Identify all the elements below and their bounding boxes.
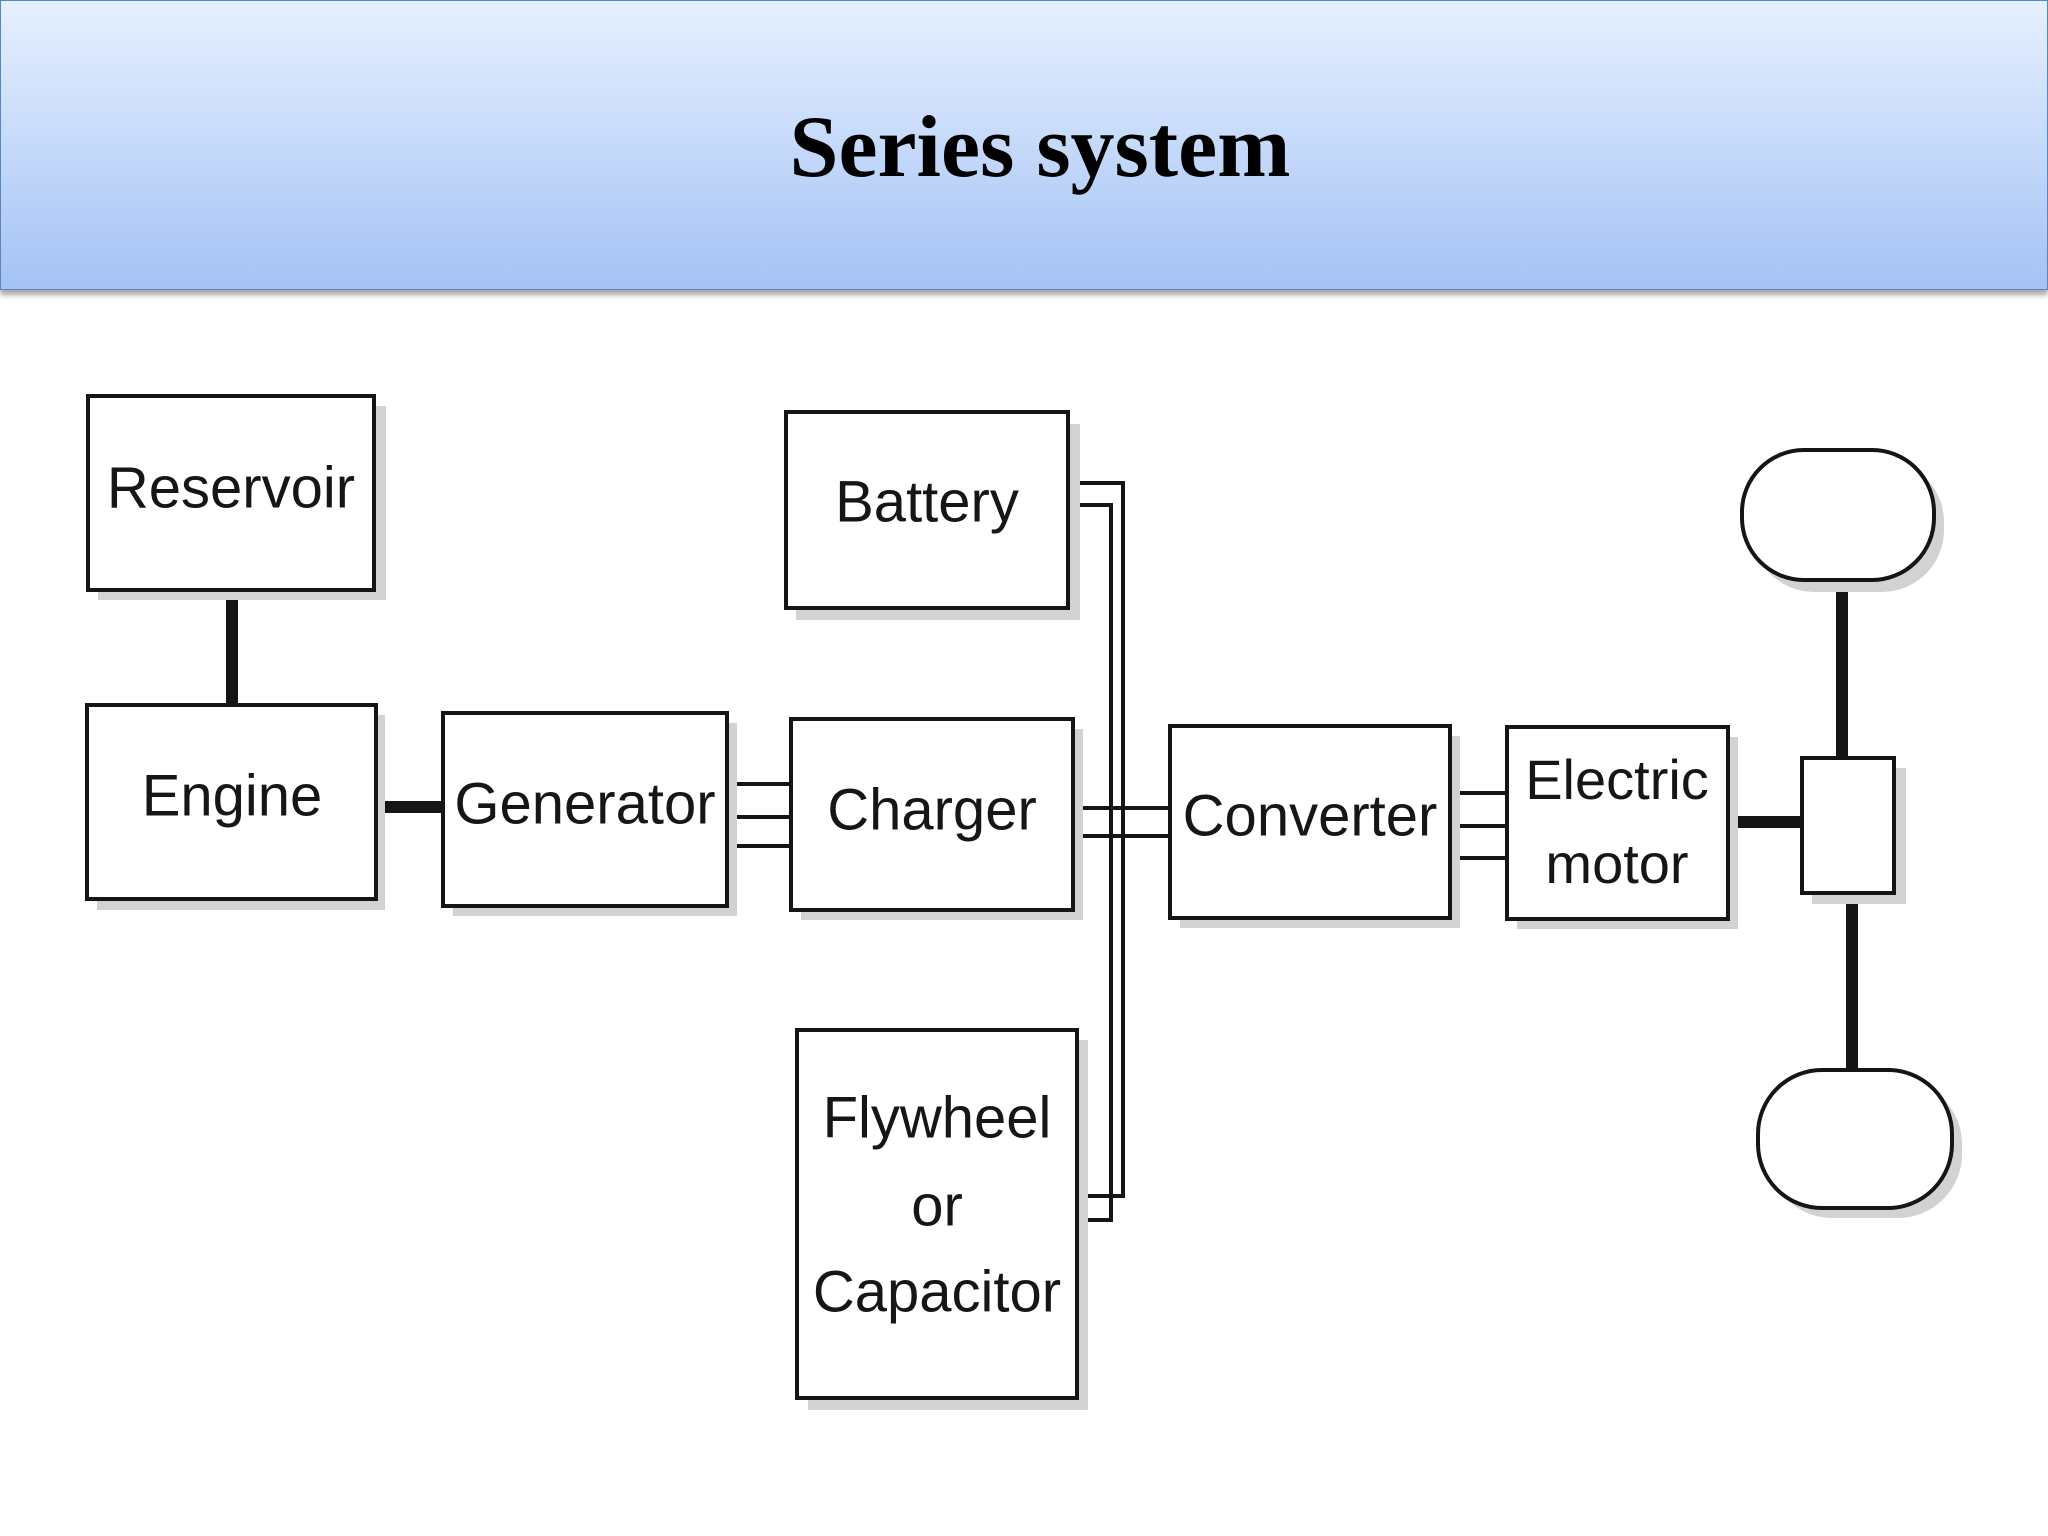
reservoir-label: Reservoir: [107, 455, 355, 520]
generator-label: Generator: [454, 771, 715, 836]
battery-label: Battery: [835, 469, 1019, 534]
charger-block: Charger: [789, 717, 1083, 920]
converter-block: Converter: [1168, 724, 1460, 928]
engine-block: Engine: [85, 703, 385, 910]
flywheel-label-line1: Flywheel: [823, 1085, 1052, 1150]
charger-label: Charger: [827, 777, 1037, 842]
battery-block: Battery: [784, 410, 1080, 620]
flywheel-capacitor-block: Flywheel or Capacitor: [795, 1028, 1088, 1410]
converter-label: Converter: [1183, 783, 1438, 848]
generator-charger-lines: [727, 782, 791, 848]
electric-motor-block: Electric motor: [1505, 725, 1738, 929]
motor-label-line2: motor: [1545, 832, 1688, 895]
generator-block: Generator: [441, 711, 737, 916]
flywheel-label-line2: or: [911, 1173, 963, 1238]
motor-label-line1: Electric: [1525, 748, 1709, 811]
flywheel-label-line3: Capacitor: [813, 1259, 1061, 1324]
reservoir-block: Reservoir: [86, 394, 386, 600]
slide-title: Series system: [789, 99, 1291, 196]
rear-wheel: [1756, 1068, 1962, 1218]
storage-bus-lines: [1068, 481, 1125, 1222]
title-banner: Series system: [0, 0, 2048, 290]
differential-block: [1800, 756, 1906, 904]
front-wheel: [1740, 448, 1944, 592]
engine-label: Engine: [142, 763, 323, 828]
connectors: [226, 481, 1858, 1222]
